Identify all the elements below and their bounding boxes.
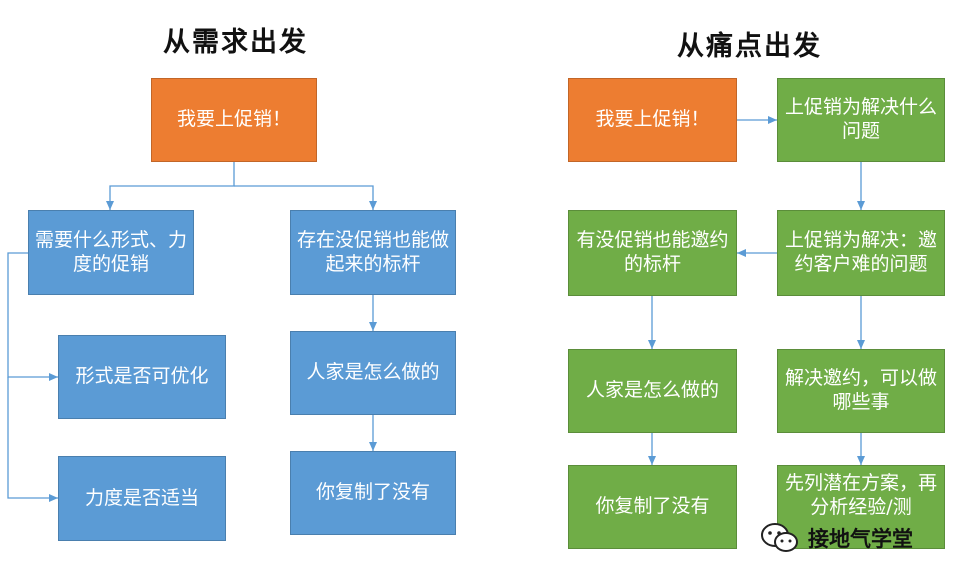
left-copied-node: 你复制了没有 [290,451,456,535]
left-branch-benchmark-node: 存在没促销也能做起来的标杆 [290,210,456,295]
right-root-node: 我要上促销！ [568,78,737,162]
connector-root-to-branch-b [234,185,377,210]
left-branch-form-strength-node: 需要什么形式、力度的促销 [28,210,194,295]
watermark: 接地气学堂 [760,518,960,558]
right-solve-invite-node: 上促销为解决：邀约客户难的问题 [777,210,945,296]
right-how-solve-node: 解决邀约，可以做哪些事 [777,349,945,433]
left-others-node: 人家是怎么做的 [290,331,456,415]
right-plan-node: 先列潜在方案，再分析经验/测 [777,465,945,549]
right-benchmark-node: 有没促销也能邀约的标杆 [568,210,737,296]
right-why-node: 上促销为解决什么问题 [777,78,945,162]
connector-root-to-branches [106,162,235,210]
wechat-icon [760,521,800,555]
left-strength-node: 力度是否适当 [58,456,226,541]
watermark-label: 接地气学堂 [808,527,913,551]
right-diagram-title: 从痛点出发 [677,31,822,62]
right-copied-node: 你复制了没有 [568,465,737,549]
connector-branch-a-to-a2 [7,377,58,502]
left-root-node: 我要上促销！ [151,78,317,162]
left-form-optimize-node: 形式是否可优化 [58,335,226,419]
connector-branch-a-spine [7,252,58,381]
right-others-node: 人家是怎么做的 [568,349,737,433]
left-diagram-title: 从需求出发 [163,27,308,58]
